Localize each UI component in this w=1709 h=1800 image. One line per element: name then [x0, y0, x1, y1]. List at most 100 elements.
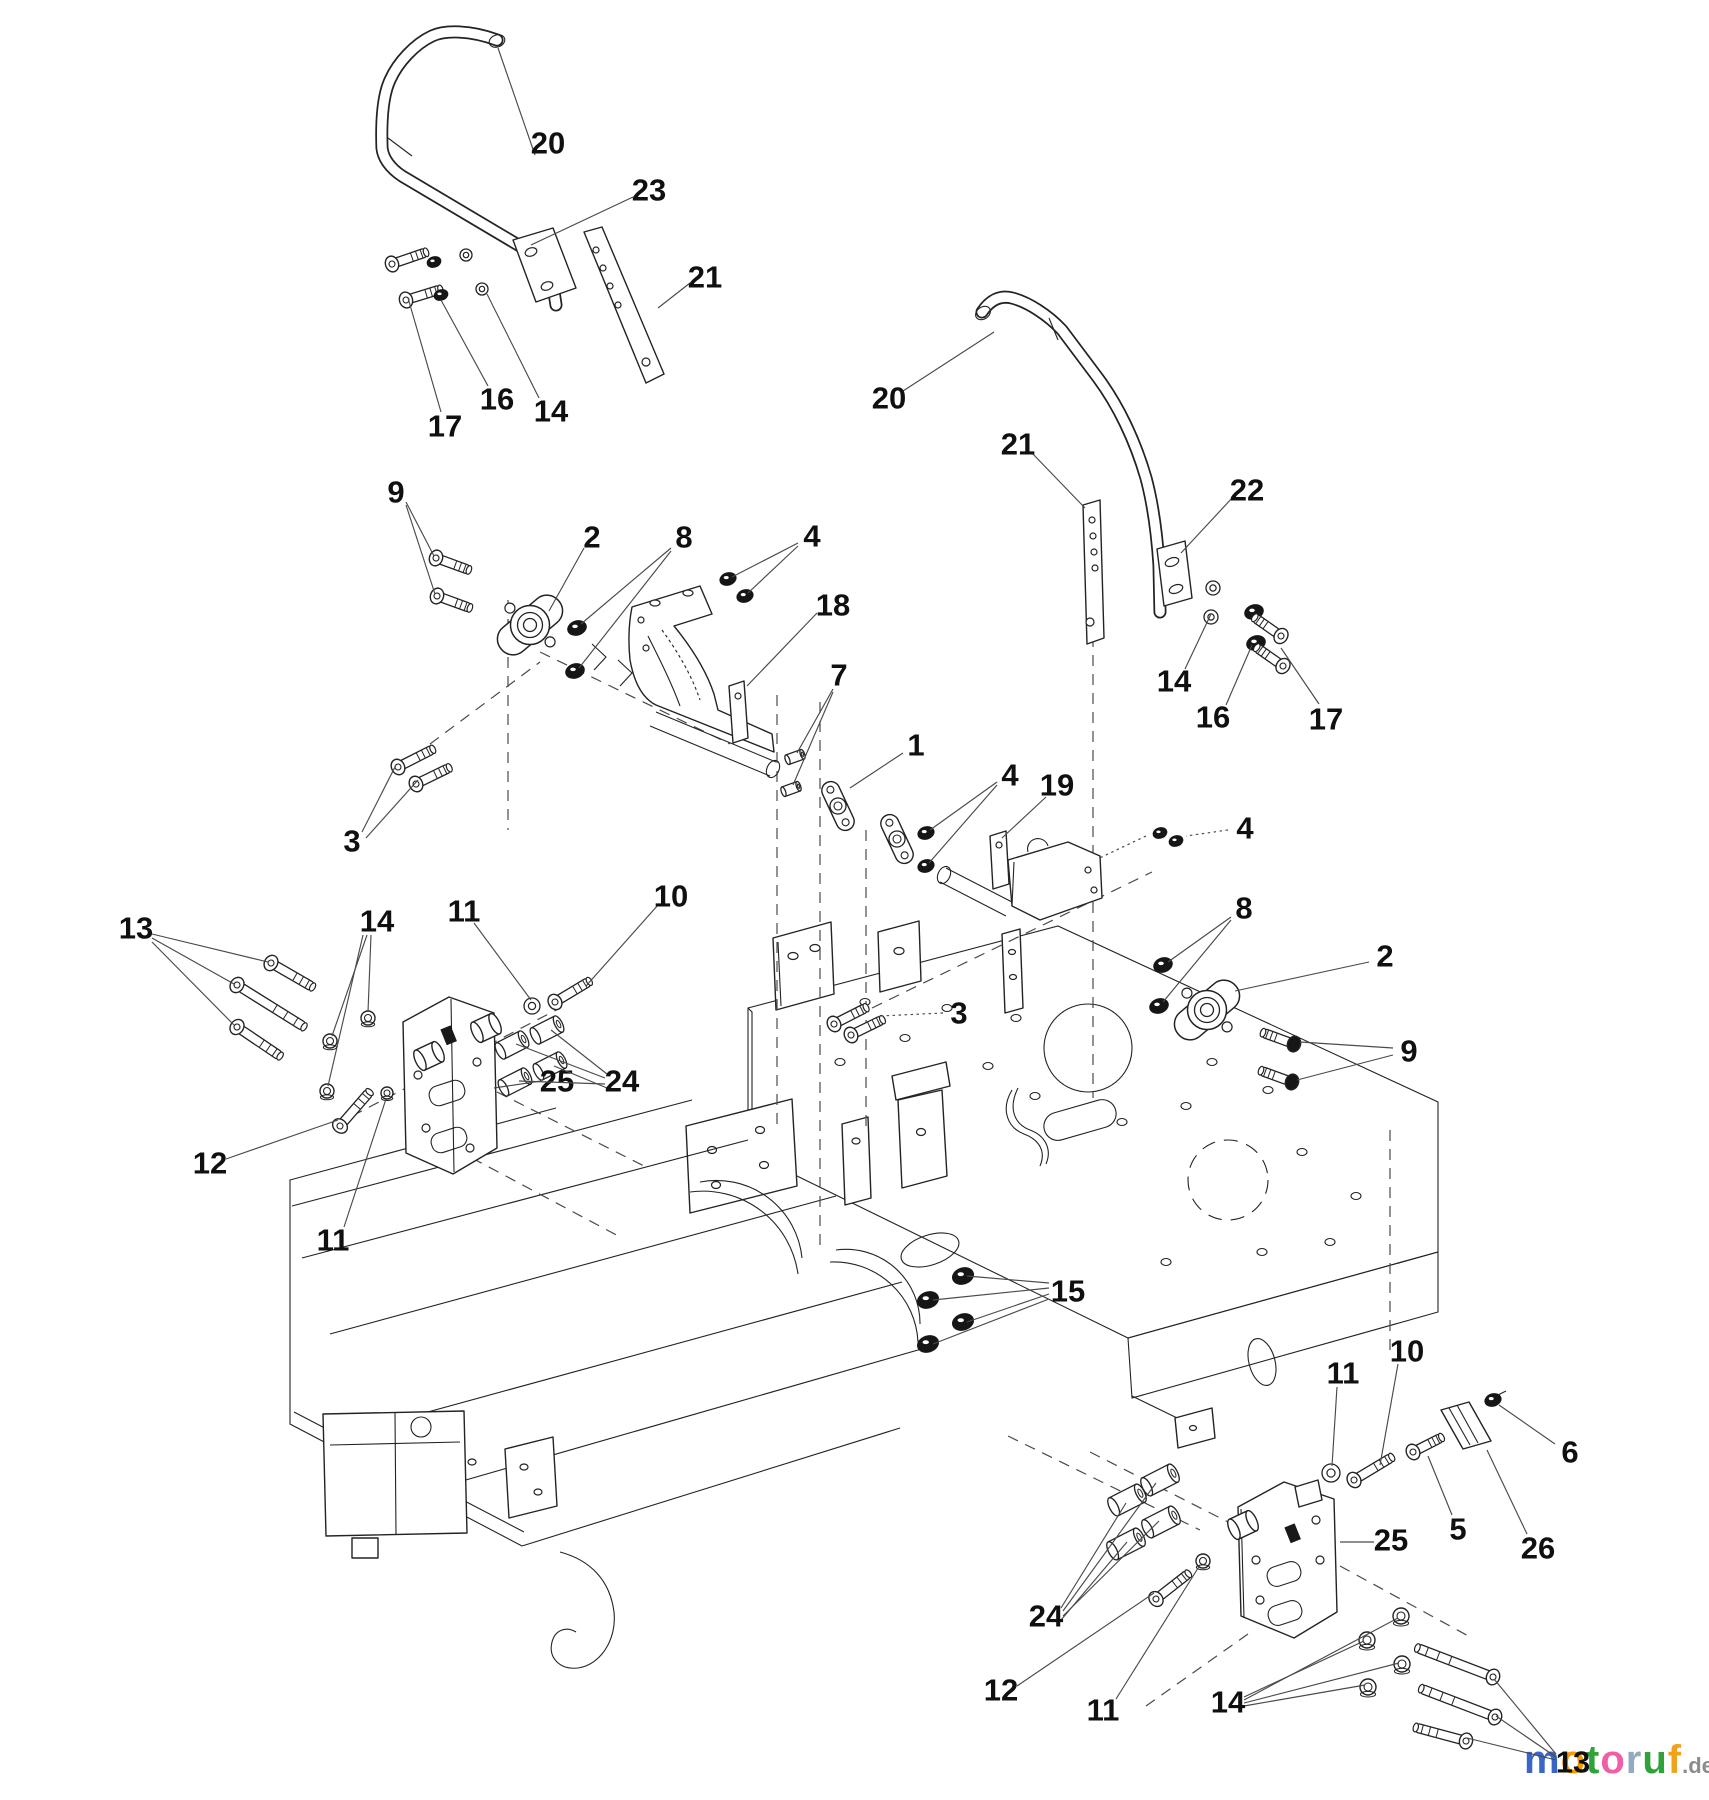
nut-part: [380, 1086, 394, 1101]
leader-line: [1243, 1662, 1400, 1704]
nutb-part: [917, 826, 935, 840]
watermark-letter: t: [1586, 1738, 1601, 1782]
spacer-part: [532, 1051, 568, 1081]
callout-16: 16: [1196, 700, 1230, 735]
lever-mount-plate-22: [1156, 540, 1193, 607]
washer-part: [1321, 1463, 1341, 1483]
leader-line: [1062, 1482, 1157, 1612]
spacer-part: [1141, 1505, 1181, 1539]
nutb-part: [1168, 835, 1184, 847]
bearing-part: [496, 594, 564, 656]
callout-2: 2: [583, 520, 600, 555]
leader-line: [580, 547, 672, 625]
nutb-part: [1484, 1393, 1502, 1407]
nut-part: [1392, 1607, 1410, 1627]
leader-line: [1060, 1541, 1128, 1621]
bolt-part: [429, 587, 474, 613]
callout-14: 14: [534, 394, 569, 429]
bolt-part: [408, 762, 453, 793]
bolt-part: [826, 1002, 870, 1033]
bolt-part: [1413, 1643, 1501, 1686]
bolt-part: [263, 954, 317, 992]
leader-line: [796, 688, 834, 754]
spacer-part: [529, 1015, 565, 1045]
pin-part: [780, 780, 802, 798]
leader-line: [1243, 1617, 1399, 1701]
nut-part: [1195, 1553, 1211, 1571]
bearing-part: [1173, 979, 1241, 1041]
nutb-part: [1152, 827, 1168, 839]
spacer-part: [497, 1067, 533, 1097]
callout-11: 11: [1327, 1356, 1360, 1391]
callout-1: 1: [907, 728, 924, 763]
callout-12: 12: [984, 1673, 1018, 1708]
leader-line: [1299, 1041, 1394, 1049]
nutb-part: [951, 1313, 975, 1331]
callout-23: 23: [632, 173, 666, 208]
leader-line: [550, 1029, 608, 1075]
leader-line: [747, 545, 799, 594]
bolt-part: [390, 744, 437, 776]
callout-2: 2: [1376, 939, 1393, 974]
watermark-letter: o: [1560, 1738, 1587, 1782]
leader-line: [1062, 1520, 1160, 1617]
leader-line: [1115, 1564, 1201, 1700]
spacer-part: [494, 1030, 530, 1060]
watermark-letter: o: [1600, 1738, 1626, 1782]
adjustment-bar-21-right: [1082, 499, 1105, 645]
leader-line: [578, 550, 672, 669]
callout-19: 19: [1040, 768, 1074, 803]
nutb-part: [1149, 998, 1169, 1014]
clamp-block-26: [1440, 1390, 1507, 1450]
leader-line: [515, 1043, 606, 1079]
flange-part: [821, 780, 855, 832]
callout-25: 25: [1374, 1523, 1408, 1558]
nutb-part: [916, 1335, 940, 1353]
bolt-part: [547, 976, 594, 1011]
callout-18: 18: [816, 588, 850, 623]
callout-25: 25: [540, 1064, 574, 1099]
leader-line: [1296, 1054, 1394, 1081]
nut-part: [360, 1010, 376, 1028]
leader-line: [440, 299, 489, 387]
lever-mount-plate-23: [512, 227, 577, 303]
leader-line: [405, 501, 435, 557]
leader-line: [405, 504, 436, 595]
leader-line: [518, 1080, 606, 1085]
leader-line: [343, 1098, 387, 1228]
leader-line: [1486, 1449, 1528, 1535]
leader-line: [849, 752, 904, 789]
callout-15: 15: [1051, 1274, 1085, 1309]
leader-line: [932, 1287, 1050, 1301]
callout-16: 16: [480, 382, 514, 417]
bolt-part: [384, 247, 430, 273]
washer-part: [1203, 609, 1219, 625]
callout-11: 11: [448, 894, 481, 929]
leader-line: [331, 934, 368, 1037]
callout-11: 11: [1087, 1693, 1120, 1728]
control-arm-weldment-19: [936, 830, 1103, 921]
leader-line: [929, 781, 998, 831]
watermark-letter: u: [1642, 1738, 1668, 1782]
callout-4: 4: [1001, 758, 1019, 793]
control-arm-weldment-18: [628, 585, 781, 779]
nutb-part: [567, 620, 587, 636]
callout-21: 21: [688, 260, 722, 295]
bolt-part: [1405, 1432, 1446, 1461]
washer-part: [475, 282, 489, 296]
bolt-part: [1346, 1452, 1396, 1489]
leader-line: [327, 934, 364, 1087]
bolt-part: [1252, 643, 1291, 675]
callout-17: 17: [1309, 702, 1343, 737]
flange-part: [880, 813, 914, 865]
nutb-part: [951, 1267, 975, 1285]
leader-line: [486, 293, 540, 399]
callout-8: 8: [675, 520, 692, 555]
spacer-part: [1140, 1463, 1180, 1497]
bolt-part: [1250, 613, 1289, 645]
leader-line: [1427, 1455, 1453, 1516]
leader-line: [1167, 916, 1232, 963]
callout-8: 8: [1235, 891, 1252, 926]
leader-line: [1495, 1715, 1557, 1758]
